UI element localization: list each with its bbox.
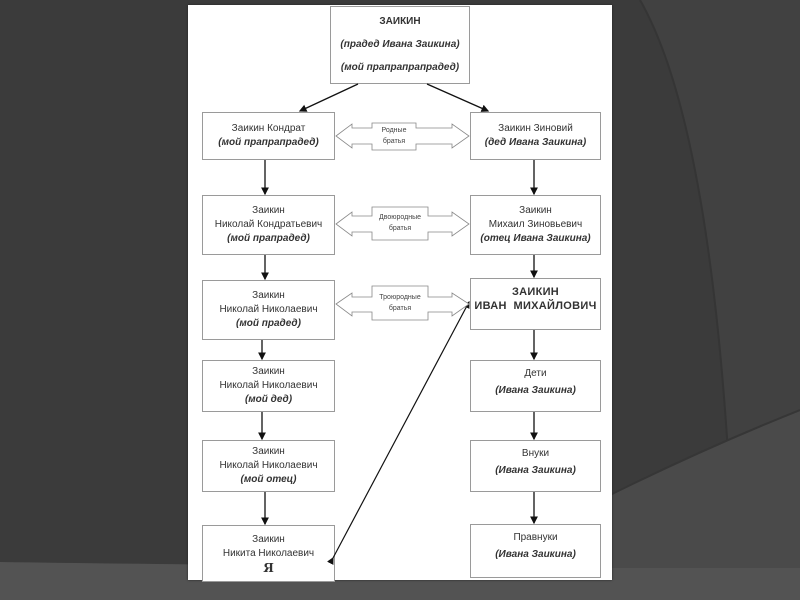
right-box-children: Дети (Ивана Заикина)	[470, 360, 601, 412]
person-name: Внуки	[521, 448, 550, 459]
root-relation-1: (прадед Ивана Заикина)	[340, 38, 460, 50]
person-name: Михаил Зиновьевич	[488, 219, 583, 230]
person-name: ИВАН МИХАЙЛОВИЧ	[474, 300, 597, 312]
person-name: Заикин Зиновий	[498, 123, 573, 134]
left-box-kondrat: Заикин Кондрат (мой прапрапрадед)	[202, 112, 335, 160]
left-box-grandfather: Заикин Николай Николаевич (мой дед)	[202, 360, 335, 412]
relation-label-cousins: Двоюродные братья	[372, 212, 428, 234]
person-surname: ЗАИКИН	[511, 286, 560, 298]
right-box-great-grandchildren: Правнуки (Ивана Заикина)	[470, 524, 601, 578]
relation-line2: братья	[382, 138, 406, 145]
person-name: Дети	[524, 368, 547, 379]
right-box-ivan: ЗАИКИН ИВАН МИХАЙЛОВИЧ	[470, 278, 601, 330]
person-role: (дед Ивана Заикина)	[484, 137, 587, 148]
relation-line1: Двоюродные	[378, 214, 422, 221]
person-surname: Заикин	[519, 205, 552, 216]
relation-label-siblings: Родные братья	[372, 125, 416, 147]
relation-line2: братья	[388, 305, 412, 312]
person-name: Николай Николаевич	[219, 380, 318, 391]
person-surname: Заикин	[252, 533, 285, 545]
person-role: (Ивана Заикина)	[495, 465, 576, 476]
left-box-great-grandfather: Заикин Николай Николаевич (мой прадед)	[202, 280, 335, 340]
person-surname: Заикин	[252, 205, 285, 216]
person-name: Никита Николаевич	[222, 547, 315, 559]
root-ancestor-box: ЗАИКИН (прадед Ивана Заикина) (мой прапр…	[330, 6, 470, 84]
person-role: (Ивана Заикина)	[495, 385, 576, 396]
person-surname: Заикин	[252, 366, 285, 377]
person-surname: Заикин	[252, 446, 285, 457]
right-box-zinovy: Заикин Зиновий (дед Ивана Заикина)	[470, 112, 601, 160]
left-box-nikolai-kondratievich: Заикин Николай Кондратьевич (мой прапрад…	[202, 195, 335, 255]
person-role: (Ивана Заикина)	[495, 549, 576, 560]
relation-line1: Троюродные	[379, 294, 421, 301]
person-role: (мой прапрапрадед)	[218, 137, 319, 148]
person-name: Николай Кондратьевич	[214, 219, 323, 230]
relation-line1: Родные	[381, 127, 407, 134]
relation-label-second-cousins: Троюродные братья	[372, 292, 428, 314]
root-relation-2: (мой прапрапрапрадед)	[340, 61, 460, 73]
left-box-father: Заикин Николай Николаевич (мой отец)	[202, 440, 335, 492]
person-role: Я	[263, 560, 274, 575]
person-name: Правнуки	[513, 532, 558, 543]
person-role: (отец Ивана Заикина)	[480, 233, 591, 244]
person-role: (мой прапрадед)	[227, 233, 310, 244]
person-name: Николай Николаевич	[219, 304, 318, 315]
person-role: (мой отец)	[240, 474, 297, 485]
relation-line2: братья	[388, 225, 412, 232]
person-role: (мой дед)	[244, 394, 293, 405]
person-surname: Заикин	[252, 290, 285, 301]
left-box-me: Заикин Никита Николаевич Я	[202, 525, 335, 582]
person-name: Николай Николаевич	[219, 460, 318, 471]
person-role: (мой прадед)	[236, 318, 301, 329]
right-box-mikhail: Заикин Михаил Зиновьевич (отец Ивана Заи…	[470, 195, 601, 255]
root-surname: ЗАИКИН	[379, 16, 421, 28]
person-name: Заикин Кондрат	[231, 123, 306, 134]
right-box-grandchildren: Внуки (Ивана Заикина)	[470, 440, 601, 492]
